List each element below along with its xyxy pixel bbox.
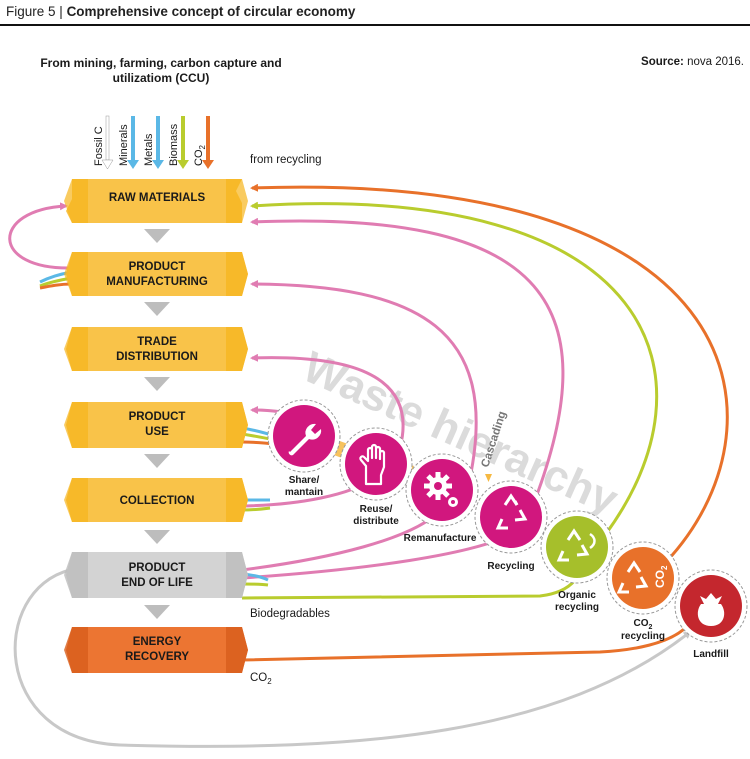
recycling-to-raw-loop [250,217,565,501]
figure-header: Figure 5 | Comprehensive concept of circ… [6,4,355,19]
header-rule [0,24,750,26]
stage-trade-distribution: TRADE DISTRIBUTION [64,327,248,371]
reuse-to-distribution-loop [250,353,405,449]
stage-label-line1: TRADE [137,336,177,348]
category-recycling: Recycling [474,480,548,572]
source-prefix: Source: [641,56,684,68]
co2-to-raw-loop [250,183,729,564]
landfill-loop [13,568,692,748]
stage-product-end-of-life: PRODUCT END OF LIFE [64,552,248,598]
stage-label-line2: USE [145,426,169,438]
stage-label-line2: DISTRIBUTION [116,351,198,363]
stage-collection: COLLECTION [64,478,248,522]
category-organic-recycling: Organic recycling [540,510,614,613]
stage-label: RAW MATERIALS [109,192,206,204]
category-label-line2: recycling [621,631,665,642]
organic-recycle-icon [556,528,596,562]
source-note: Source: nova 2016. [641,56,744,68]
source-text: nova 2016. [687,56,744,68]
input-label-fossil-c: Fossil C [93,126,105,166]
stage-energy-recovery: ENERGY RECOVERY [64,627,248,673]
category-landfill: Landfill [674,569,748,660]
stage-label-line2: END OF LIFE [121,577,193,589]
category-label-line1: Share/ [289,475,320,486]
co2-icon-text: CO2 [653,565,669,588]
input-biomass: Biomass [168,116,189,169]
glove-icon [359,443,386,486]
input-label-metals: Metals [143,133,155,166]
recycle-icon [495,493,528,530]
co2-recycle-icon [616,560,649,594]
category-co2-recycling: CO2 CO2 recycling [606,541,680,642]
stage-label: COLLECTION [120,495,195,507]
category-label-line2: distribute [353,516,399,527]
waste-bag-icon [697,593,725,626]
from-recycling-label: from recycling [250,154,322,166]
remanufacture-to-manufacturing-loop [250,280,478,479]
gears-icon [424,472,458,507]
stage-product-manufacturing: PRODUCT MANUFACTURING [64,252,248,296]
input-co2: CO2 [193,116,214,169]
stage-raw-materials: RAW MATERIALS [64,179,248,223]
category-label-line2: recycling [555,602,599,613]
category-label-line1: Organic [558,590,596,601]
category-label-line1: Reuse/ [360,504,393,515]
stage-label-line1: PRODUCT [129,562,186,574]
biodegradables-label: Biodegradables [250,608,330,620]
stage-product-use: PRODUCT USE [64,402,248,448]
figure-label: Figure 5 [6,4,56,19]
stage-down-arrows [144,229,170,619]
category-reuse-distribute: Reuse/ distribute [339,427,413,527]
category-label-line1: CO2 [634,618,653,631]
stage-label-line2: RECOVERY [125,651,189,663]
endoflife-to-recycling-line [241,528,521,580]
stage-label-line1: ENERGY [133,636,182,648]
co2-side-label: CO2 [250,672,272,686]
stage-label-line1: PRODUCT [129,261,186,273]
input-metals: Metals [143,116,164,169]
input-label-minerals: Minerals [118,124,130,166]
manufacturing-to-raw-loop [8,202,73,270]
cascading-arrowhead [485,474,492,482]
category-label: Remanufacture [404,533,477,544]
stage-label-line1: PRODUCT [129,411,186,423]
input-minerals: Minerals [118,116,139,169]
input-label-co2: CO2 [193,145,207,167]
stage-label-line2: MANUFACTURING [106,276,208,288]
category-label-line2: mantain [285,487,323,498]
category-label: Recycling [487,561,534,572]
intro-text: From mining, farming, carbon capture and… [40,56,282,85]
figure-separator: | [59,4,67,19]
category-remanufacture: Remanufacture [404,453,479,544]
input-fossil-c: Fossil C [93,115,114,170]
wrench-icon [288,423,322,456]
figure-title: Comprehensive concept of circular econom… [66,4,356,19]
input-label-biomass: Biomass [168,123,180,166]
organic-to-raw-loop [250,201,659,536]
category-share-maintain: Share/ mantain [267,399,341,498]
input-arrows: Fossil C Minerals Metals Biomass CO2 [93,115,214,170]
category-label: Landfill [693,649,729,660]
